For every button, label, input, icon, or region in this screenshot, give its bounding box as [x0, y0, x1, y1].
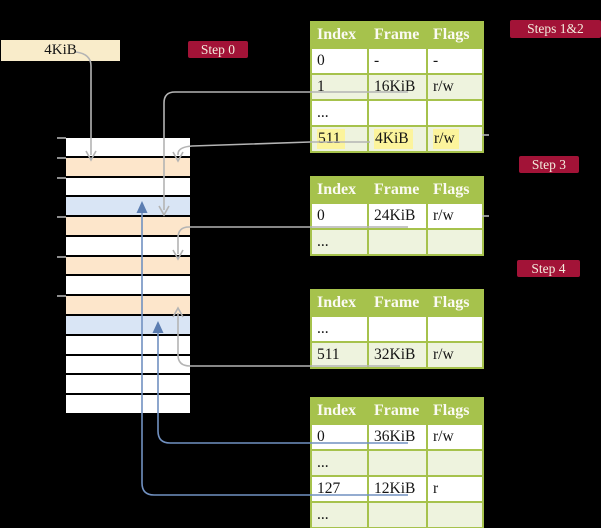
- table-cell: 511: [310, 125, 369, 153]
- memory-row: [66, 355, 190, 376]
- badge-step-4: Step 4: [517, 260, 580, 277]
- memory-row: [66, 177, 190, 198]
- table-cell: 0: [310, 202, 369, 230]
- column-header: Flags: [426, 21, 484, 49]
- memory-row: [66, 197, 190, 218]
- column-header: Flags: [426, 397, 484, 425]
- memory-row: [66, 256, 190, 277]
- table-cell: 511: [310, 341, 369, 369]
- table-row: ...: [310, 315, 484, 343]
- column-header: Frame: [367, 21, 428, 49]
- memory-row: [66, 375, 190, 396]
- table-row: ...: [310, 99, 484, 127]
- table-row: 0--: [310, 47, 484, 75]
- column-header: Index: [310, 397, 369, 425]
- memory-tick: [57, 177, 66, 179]
- memory-tick: [57, 256, 66, 258]
- table-cell: [426, 501, 484, 528]
- table-cell: 4KiB: [367, 125, 428, 153]
- column-header: Index: [310, 176, 369, 204]
- table-cell: [426, 315, 484, 343]
- table-cell: r/w: [426, 202, 484, 230]
- memory-row: [66, 296, 190, 317]
- table-cell: 1: [310, 73, 369, 101]
- badge-step-0: Step 0: [188, 41, 248, 58]
- table-row: ...: [310, 228, 484, 256]
- table-cell: ...: [310, 501, 369, 528]
- table-cell: 32KiB: [367, 341, 428, 369]
- memory-row: [66, 395, 190, 415]
- table-cell: [367, 501, 428, 528]
- table-cell: r/w: [426, 341, 484, 369]
- memory-tick: [57, 295, 66, 297]
- memory-row: [66, 157, 190, 178]
- table-cell: [367, 99, 428, 127]
- table-cell: ...: [310, 228, 369, 256]
- column-header: Index: [310, 289, 369, 317]
- column-header: Frame: [367, 397, 428, 425]
- table-cell: [367, 228, 428, 256]
- memory-tick: [57, 157, 66, 159]
- memory-row: [66, 217, 190, 237]
- table-cell: 0: [310, 423, 369, 451]
- column-header: Frame: [367, 176, 428, 204]
- memory-tick: [57, 137, 66, 139]
- column-header: Frame: [367, 289, 428, 317]
- register-address-label: 4KiB: [44, 42, 77, 58]
- table-cell: 36KiB: [367, 423, 428, 451]
- badge-step-4-label: Step 4: [531, 260, 566, 276]
- column-header: Index: [310, 21, 369, 49]
- table-row: ...: [310, 501, 484, 528]
- table-cell: ...: [310, 99, 369, 127]
- table-cell: 12KiB: [367, 475, 428, 503]
- table-row: ...: [310, 449, 484, 477]
- table-cell: 24KiB: [367, 202, 428, 230]
- table-cell: -: [367, 47, 428, 75]
- table-cell: 127: [310, 475, 369, 503]
- table-cell: [367, 315, 428, 343]
- table-cell: r/w: [426, 423, 484, 451]
- memory-tick: [57, 216, 66, 218]
- badge-steps-1-2-label: Steps 1&2: [527, 21, 584, 36]
- table-cell: [426, 99, 484, 127]
- table-cell: ...: [310, 315, 369, 343]
- table-cell: ...: [310, 449, 369, 477]
- table-cell: 0: [310, 47, 369, 75]
- badge-step-3-label: Step 3: [531, 156, 567, 172]
- column-header: Flags: [426, 289, 484, 317]
- memory-row: [66, 335, 190, 356]
- register-address-box: 4KiB: [1, 40, 120, 61]
- badge-steps-1-2: Steps 1&2: [510, 20, 601, 38]
- badge-step-0-label: Step 0: [200, 41, 236, 57]
- table-cell: [426, 228, 484, 256]
- column-header: Flags: [426, 176, 484, 204]
- table-cell: 16KiB: [367, 73, 428, 101]
- memory-row: [66, 316, 190, 336]
- table-cell: [367, 449, 428, 477]
- physical-memory-column: [66, 138, 190, 416]
- memory-row: [66, 138, 190, 158]
- memory-row: [66, 236, 190, 257]
- table-cell: -: [426, 47, 484, 75]
- table-cell: [426, 449, 484, 477]
- table-cell: r/w: [426, 73, 484, 101]
- table-cell: r/w: [426, 125, 484, 153]
- memory-row: [66, 276, 190, 297]
- table-cell: r: [426, 475, 484, 503]
- badge-step-3: Step 3: [519, 156, 579, 173]
